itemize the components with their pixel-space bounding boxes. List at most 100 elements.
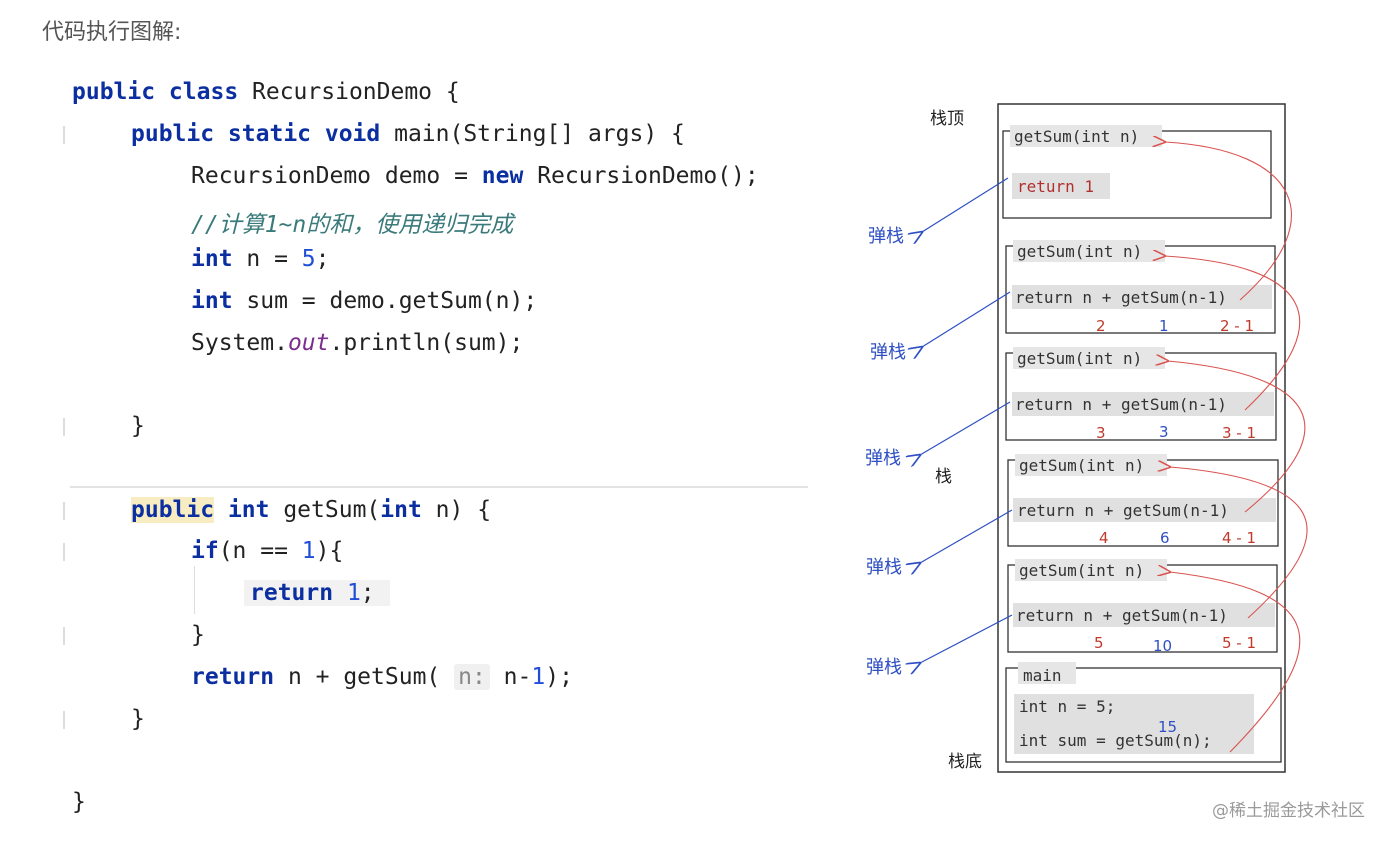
code-keyword-highlighted: public (131, 497, 215, 523)
stack-container (997, 103, 1286, 773)
watermark: @稀土掘金技术社区 (1212, 801, 1365, 821)
frame-value-arg: 4 - 1 (1222, 529, 1256, 547)
code-line-6: int sum = demo.getSum(n); (191, 288, 537, 314)
pop-label: 弹栈 (868, 226, 904, 247)
code-keyword: int (191, 288, 233, 314)
code-text: main(String[] args) { (380, 121, 685, 147)
code-keyword: public static void (131, 121, 381, 147)
main-result: 15 (1158, 718, 1177, 736)
code-line-9: public int getSum(int n) { (131, 497, 491, 523)
stack-frame-3: getSum(int n) return n + getSum(n-1) 3 3… (1005, 347, 1277, 442)
pop-arrows (920, 177, 1013, 663)
code-text: ; (360, 580, 375, 606)
code-keyword: int (191, 246, 233, 272)
call-arrows (1165, 142, 1308, 753)
stack-label: 栈 (935, 467, 952, 487)
frame-value-left: 2 (1096, 317, 1106, 335)
fold-marker (63, 126, 69, 144)
section-heading: 代码执行图解: (42, 20, 182, 45)
pop-label: 弹栈 (866, 657, 902, 678)
stack-frame-4: getSum(int n) return n + getSum(n-1) 4 6… (1007, 454, 1279, 547)
fold-marker (63, 627, 69, 645)
code-line-8: } (131, 413, 145, 439)
frame-body: return n + getSum(n-1) (1015, 288, 1227, 307)
frame-header: getSum(int n) (1017, 242, 1142, 261)
method-separator (70, 486, 808, 488)
code-line-3: RecursionDemo demo = new RecursionDemo()… (191, 163, 759, 189)
code-text: RecursionDemo(); (523, 163, 759, 189)
frame-value-sum: 1 (1159, 317, 1169, 335)
line-highlight (244, 580, 390, 606)
code-line-1: public class RecursionDemo { (72, 79, 460, 105)
code-text: getSum( (269, 497, 381, 523)
code-keyword: if (191, 538, 219, 564)
code-keyword: int (214, 497, 270, 523)
code-text: n = (232, 246, 302, 272)
code-text: sum = demo.getSum(n); (232, 288, 538, 314)
stack-top-label: 栈顶 (930, 109, 964, 129)
code-keyword: int (380, 497, 422, 523)
frame-value-left: 5 (1094, 634, 1104, 652)
code-text: n- (489, 664, 532, 690)
fold-marker (63, 543, 69, 561)
code-number: 1 (333, 580, 361, 606)
frame-header: getSum(int n) (1019, 561, 1144, 580)
fold-marker (63, 502, 69, 520)
frame-value-sum: 3 (1159, 423, 1169, 441)
frame-header: getSum(int n) (1017, 349, 1142, 368)
code-text: RecursionDemo demo = (191, 163, 482, 189)
frame-body: return n + getSum(n-1) (1016, 606, 1228, 625)
frame-value-left: 3 (1096, 424, 1106, 442)
frame-header: main (1023, 666, 1062, 685)
code-text: ){ (315, 538, 344, 564)
code-line-2: public static void main(String[] args) { (131, 121, 685, 147)
code-keyword: public class (72, 79, 239, 105)
frame-value-sum: 10 (1153, 637, 1172, 655)
frame-body: return n + getSum(n-1) (1015, 395, 1227, 414)
frame-value-arg: 5 - 1 (1222, 634, 1256, 652)
stack-frame-5: getSum(int n) return n + getSum(n-1) 5 1… (1007, 559, 1278, 655)
frame-header: getSum(int n) (1019, 456, 1144, 475)
code-text: RecursionDemo { (238, 79, 460, 105)
parameter-hint: n: (454, 664, 490, 690)
code-text: .println(sum); (329, 330, 524, 356)
pop-label: 弹栈 (870, 342, 906, 363)
code-line-12: } (191, 622, 205, 648)
code-line-5: int n = 5; (191, 246, 330, 272)
code-line-14: } (131, 706, 145, 732)
frame-value-sum: 6 (1160, 529, 1170, 547)
frame-body: return 1 (1017, 177, 1094, 196)
code-line-11: return 1; (250, 580, 375, 606)
code-field: out (287, 330, 330, 356)
code-keyword: return (250, 580, 334, 606)
code-text: n + getSum( (274, 664, 455, 690)
code-line-7: System.out.println(sum); (191, 330, 523, 356)
code-line-13: return n + getSum( n: n-1); (191, 664, 573, 690)
code-text: ; (315, 246, 330, 272)
code-keyword: new (481, 163, 524, 189)
code-comment: //计算1~n的和，使用递归完成 (191, 212, 514, 238)
code-number: 1 (531, 664, 546, 690)
code-text: System. (191, 330, 288, 356)
frame-value-left: 4 (1099, 529, 1109, 547)
frame-body: return n + getSum(n-1) (1017, 501, 1229, 520)
frame-header: getSum(int n) (1014, 127, 1139, 146)
fold-marker (63, 711, 69, 729)
code-number: 1 (301, 538, 316, 564)
code-text: n) { (421, 497, 492, 523)
pop-label: 弹栈 (865, 448, 901, 469)
frame-value-arg: 3 - 1 (1222, 424, 1256, 442)
stack-frame-main: main int n = 5; 15 int sum = getSum(n); (1005, 662, 1282, 763)
code-text: (n == (218, 538, 302, 564)
code-number: 5 (301, 246, 316, 272)
code-text: ); (545, 664, 573, 690)
main-line-1: int n = 5; (1019, 697, 1115, 716)
indent-guide (194, 566, 195, 614)
stack-frame-1: getSum(int n) return 1 (1002, 125, 1272, 219)
fold-marker (63, 418, 69, 436)
pop-label: 弹栈 (866, 557, 902, 578)
frame-value-arg: 2 - 1 (1220, 317, 1254, 335)
main-line-2: int sum = getSum(n); (1019, 731, 1212, 750)
code-line-10: if(n == 1){ (191, 538, 343, 564)
